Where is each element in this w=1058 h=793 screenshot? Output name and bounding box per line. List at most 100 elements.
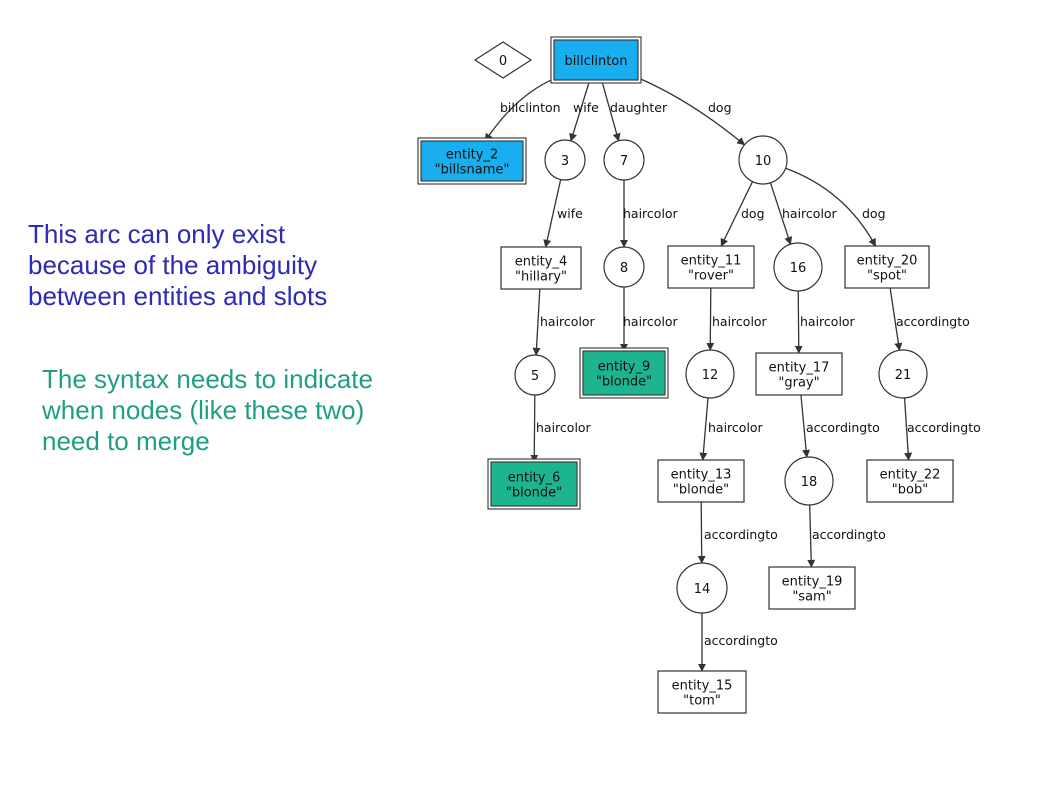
edge-n10-to-n16: haircolor xyxy=(769,182,838,245)
node-label: 12 xyxy=(702,368,719,383)
edge-n14-to-entity_15: accordingto xyxy=(698,613,778,672)
node-box xyxy=(768,566,856,610)
node-label: billclinton xyxy=(565,54,628,69)
edge-label: haircolor xyxy=(623,314,679,329)
node-n10: 10 xyxy=(738,135,788,185)
edge-label: haircolor xyxy=(800,314,856,329)
node-label: "rover" xyxy=(688,269,734,284)
edge-label: billclinton xyxy=(500,100,561,115)
node-label: "spot" xyxy=(867,269,907,284)
node-label: entity_20 xyxy=(857,254,918,269)
edge-arrow xyxy=(794,290,803,354)
node-n8: 8 xyxy=(603,246,645,288)
node-box xyxy=(844,245,930,289)
edge-arrow xyxy=(699,397,709,461)
edge-label: haircolor xyxy=(623,206,679,221)
edge-arrow xyxy=(569,79,591,142)
node-label: 18 xyxy=(801,475,818,490)
node-box xyxy=(657,670,747,714)
edge-entity_17-to-n18: accordingto xyxy=(800,394,880,458)
edge-label: accordingto xyxy=(812,527,886,542)
merge-syntax-note: The syntax needs to indicate when nodes … xyxy=(42,364,373,457)
merge-note-line-3: need to merge xyxy=(42,426,210,456)
edge-label: haircolor xyxy=(708,420,764,435)
node-label: 16 xyxy=(790,261,807,276)
edge-label: accordingto xyxy=(806,420,880,435)
edge-billclinton-to-n10: dog xyxy=(637,77,746,146)
edge-label: wife xyxy=(557,206,583,221)
node-entity_13: entity_13"blonde" xyxy=(657,459,745,503)
edge-arrow xyxy=(800,394,811,458)
node-circle xyxy=(878,349,928,399)
node-diamond xyxy=(473,41,533,79)
edge-n21-to-entity_22: accordingto xyxy=(903,397,981,461)
edge-label: haircolor xyxy=(540,314,596,329)
node-label: "hillary" xyxy=(515,270,567,285)
edge-arrow xyxy=(600,79,621,142)
arc-note-line-3: between entities and slots xyxy=(28,281,328,311)
edge-n10-to-entity_20: dog xyxy=(785,167,886,247)
node-label: entity_19 xyxy=(782,575,843,590)
node-n16: 16 xyxy=(773,242,823,292)
merge-note-line-2: when nodes (like these two) xyxy=(42,395,365,425)
node-label: entity_6 xyxy=(508,471,561,486)
node-box xyxy=(420,140,524,182)
node-label: "billsname" xyxy=(435,163,510,178)
node-entity_15: entity_15"tom" xyxy=(657,670,747,714)
edge-arrow xyxy=(769,182,793,245)
edge-n12-to-entity_13: haircolor xyxy=(699,397,764,461)
node-circle xyxy=(773,242,823,292)
node-entity_9: entity_9"blonde" xyxy=(579,347,669,399)
node-circle xyxy=(544,139,586,181)
node-box xyxy=(866,459,954,503)
node-circle xyxy=(784,456,834,506)
edge-label: dog xyxy=(708,100,732,115)
edge-entity_20-to-n21: accordingto xyxy=(889,287,970,352)
node-circle xyxy=(685,349,735,399)
node-entity_19: entity_19"sam" xyxy=(768,566,856,610)
node-circle xyxy=(514,354,556,396)
node-label: 8 xyxy=(620,261,628,276)
node-entity_17: entity_17"gray" xyxy=(755,352,843,396)
edge-arrow xyxy=(785,167,877,247)
node-label: entity_15 xyxy=(672,679,733,694)
edge-label: dog xyxy=(741,206,765,221)
node-label: entity_11 xyxy=(681,254,742,269)
node-entity_22: entity_22"bob" xyxy=(866,459,954,503)
edge-billclinton-to-n7: daughter xyxy=(600,79,668,142)
edge-entity_13-to-n14: accordingto xyxy=(697,501,778,564)
node-n21: 21 xyxy=(878,349,928,399)
arc-ambiguity-note: This arc can only exist because of the a… xyxy=(28,219,327,312)
edge-entity_11-to-n12: haircolor xyxy=(706,287,768,351)
edge-arrow xyxy=(807,504,816,568)
edge-arrow xyxy=(484,78,555,142)
node-box xyxy=(500,246,582,290)
node-circle xyxy=(603,246,645,288)
node-label: 3 xyxy=(561,154,569,169)
edge-n3-to-entity_4: wife xyxy=(543,179,583,248)
edge-n10-to-entity_11: dog xyxy=(720,181,765,247)
node-circle xyxy=(738,135,788,185)
edge-arrow xyxy=(889,287,903,352)
node-n18: 18 xyxy=(784,456,834,506)
node-label: "sam" xyxy=(792,590,831,605)
node-n7: 7 xyxy=(603,139,645,181)
edge-label: haircolor xyxy=(712,314,768,329)
edge-arrow xyxy=(903,397,913,461)
node-box xyxy=(755,352,843,396)
node-label: "blonde" xyxy=(596,375,652,390)
edge-n5-to-entity_6: haircolor xyxy=(530,394,592,463)
node-label: 21 xyxy=(895,368,912,383)
node-label: "gray" xyxy=(778,376,819,391)
edge-label: accordingto xyxy=(907,420,981,435)
node-label: 10 xyxy=(755,154,772,169)
node-entity_4: entity_4"hillary" xyxy=(500,246,582,290)
node-box xyxy=(667,245,755,289)
node-label: entity_4 xyxy=(515,255,568,270)
edge-arrow xyxy=(706,287,715,351)
edge-n16-to-entity_17: haircolor xyxy=(794,290,856,354)
arc-note-line-2: because of the ambiguity xyxy=(28,250,318,280)
